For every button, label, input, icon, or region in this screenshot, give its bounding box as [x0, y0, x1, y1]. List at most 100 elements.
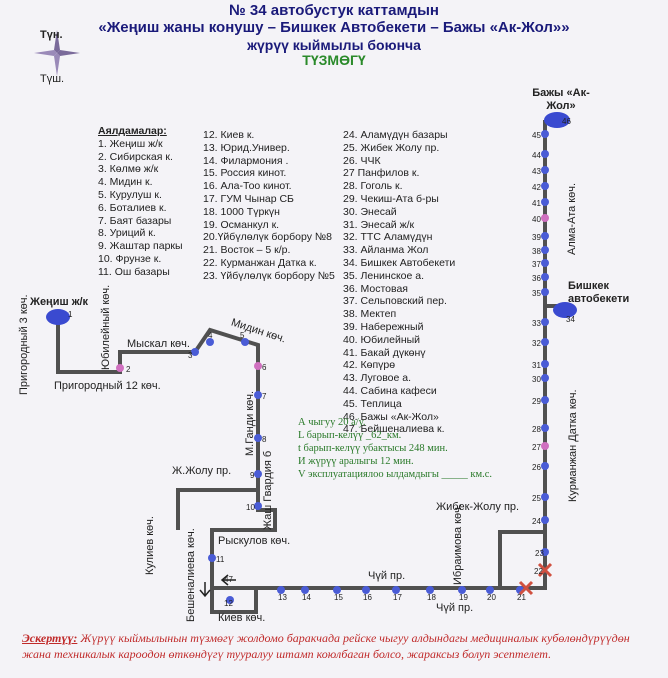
label-zhenish: Жеңиш ж/к [30, 296, 89, 308]
stop-number-43: 43 [532, 167, 541, 176]
info-line-2: L барып-келүү _62_км. [298, 430, 402, 441]
stop-dot-30 [541, 374, 549, 382]
stop-item-24: 47. Бейшеналиева к. [343, 423, 445, 436]
compass-south-label: Түш. [40, 73, 65, 85]
stop-item-12: 23. Үйбүлөлүк борбору №5 [203, 269, 335, 282]
stop-number-17: 17 [393, 593, 402, 602]
stop-dot-40 [541, 214, 549, 222]
stop-item-14: 37. Сельповский пер. [343, 295, 447, 308]
stop-item-10: 10. Фрунзе к. [98, 252, 162, 265]
stop-dot-29 [541, 396, 549, 404]
route-info: А чыгуу 20 а/у. L барып-келүү _62_км. t … [298, 416, 492, 481]
stop-number-35: 35 [532, 289, 541, 298]
route-lines [56, 120, 565, 614]
stop-dot-28 [541, 424, 549, 432]
stop-number-28: 28 [532, 425, 541, 434]
stop-number-33: 33 [532, 319, 541, 328]
stop-number-30: 30 [532, 375, 541, 384]
label-almaata: Алма-Ата көч. [566, 183, 578, 255]
stop-number-18: 18 [427, 593, 436, 602]
title-line-4: ТҮЗМӨГҮ [302, 52, 366, 68]
stop-item-9: 20.Үйбүлөлүк борбору №8 [203, 231, 332, 244]
stop-dot-12 [226, 596, 234, 604]
stops-column-2: 12. Киев к.13. Юрид.Универ.14. Филармони… [203, 129, 335, 283]
route-segment-3 [210, 120, 547, 614]
info-line-5: V эксплуатациялоо ылдамдыгы _____ км.с. [298, 469, 493, 480]
stop-item-9: 32. ТТС Аламүдүн [343, 231, 433, 244]
stop-item-3: 26. ЧЧК [343, 154, 381, 167]
stop-item-6: 29. Чекиш-Ата б-ры [343, 192, 439, 205]
stop-item-2: 2. Сибирская к. [98, 150, 173, 163]
stop-number-31: 31 [532, 361, 541, 370]
label-ryskulov: Рыскулов көч. [218, 535, 291, 547]
stop-number-9: 9 [250, 471, 255, 480]
stop-number-39: 39 [532, 233, 541, 242]
label-zhibek: Жибек-Жолу пр. [436, 501, 520, 513]
cross-mark-2 [518, 580, 534, 596]
stop-item-8: 19. Османкул к. [203, 218, 280, 231]
stop-dot-38 [541, 246, 549, 254]
stop-dot-41 [541, 198, 549, 206]
stop-number-21: 21 [517, 593, 526, 602]
terminal-zhenish [46, 309, 70, 325]
stops-header: Аялдамалар: [98, 125, 167, 137]
stop-number-22: 22 [534, 567, 543, 576]
label-kurmanjan: Курманжан Датка көч. [567, 389, 579, 502]
stop-dot-17 [392, 586, 400, 594]
stop-dot-9 [254, 470, 262, 478]
stop-dot-44 [541, 150, 549, 158]
stop-item-20: 43. Луговое а. [343, 372, 412, 385]
stop-number-16: 16 [363, 593, 372, 602]
stop-item-12: 35. Ленинское а. [343, 269, 425, 282]
stop-dot-39 [541, 232, 549, 240]
stop-number-26: 26 [532, 463, 541, 472]
stop-number-15: 15 [334, 593, 343, 602]
stop-dot-16 [362, 586, 370, 594]
title-line-1: № 34 автобустук каттамдын [229, 2, 439, 19]
stop-number-6: 6 [262, 363, 267, 372]
stop-item-5: 16. Ала-Тоо кинот. [203, 180, 292, 193]
stop-item-1: 1. Жеңиш ж/к [98, 137, 163, 150]
stop-item-19: 42. Көпүрө [343, 359, 396, 372]
cross-mark-1 [537, 562, 553, 578]
stop-number-1: 1 [68, 310, 73, 319]
stop-item-15: 38. Мектеп [343, 308, 397, 321]
stop-number-34: 34 [566, 315, 575, 324]
stop-number-23: 23 [535, 549, 544, 558]
stop-item-18: 41. Бакай дүкөнү [343, 346, 426, 359]
stop-item-22: 45. Теплица [343, 397, 402, 410]
label-ibraimova: Ибраимова көч. [452, 504, 464, 585]
stop-item-6: 17. ГУМ Чынар СБ [203, 192, 294, 205]
stop-dot-25 [541, 493, 549, 501]
arrow-down-icon [199, 582, 211, 598]
info-line-4: И жүрүү аралыгы 12 мин. [298, 456, 414, 467]
label-yubileiny: Юбилейный көч. [100, 284, 112, 370]
stop-dot-2 [116, 364, 124, 372]
stop-dot-36 [541, 273, 549, 281]
stop-number-40: 40 [532, 215, 541, 224]
stop-dot-31 [541, 360, 549, 368]
stop-number-3: 3 [188, 351, 193, 360]
stop-item-23: 46. Бажы «Ак-Жол» [343, 410, 439, 423]
stop-item-3: 14. Филармония . [203, 154, 289, 167]
compass-icon [34, 30, 80, 76]
stop-item-1: 24. Аламүдүн базары [343, 129, 448, 141]
label-prigorodny12: Пригородный 12 көч. [54, 380, 161, 392]
stop-dot-7 [254, 391, 262, 399]
stop-dot-13 [277, 586, 285, 594]
stop-dot-32 [541, 338, 549, 346]
stop-number-27: 27 [532, 443, 541, 452]
title-line-2: «Жеңиш жаны конушу – Бишкек Автобекети –… [98, 19, 570, 36]
stop-number-42: 42 [532, 183, 541, 192]
stop-item-5: 28. Гоголь к. [343, 180, 403, 193]
stop-number-47: 47 [224, 575, 233, 584]
stop-item-5: 5. Курулуш к. [98, 188, 162, 201]
info-line-1: А чыгуу 20 а/у. [298, 417, 366, 428]
stop-item-21: 44. Сабина кафеси [343, 384, 437, 397]
stop-dot-37 [541, 259, 549, 267]
label-zhzholu: Ж.Жолу пр. [172, 465, 232, 477]
stop-item-8: 31. Энесай ж/к [343, 218, 415, 231]
label-myskal: Мыскал көч. [127, 338, 190, 350]
